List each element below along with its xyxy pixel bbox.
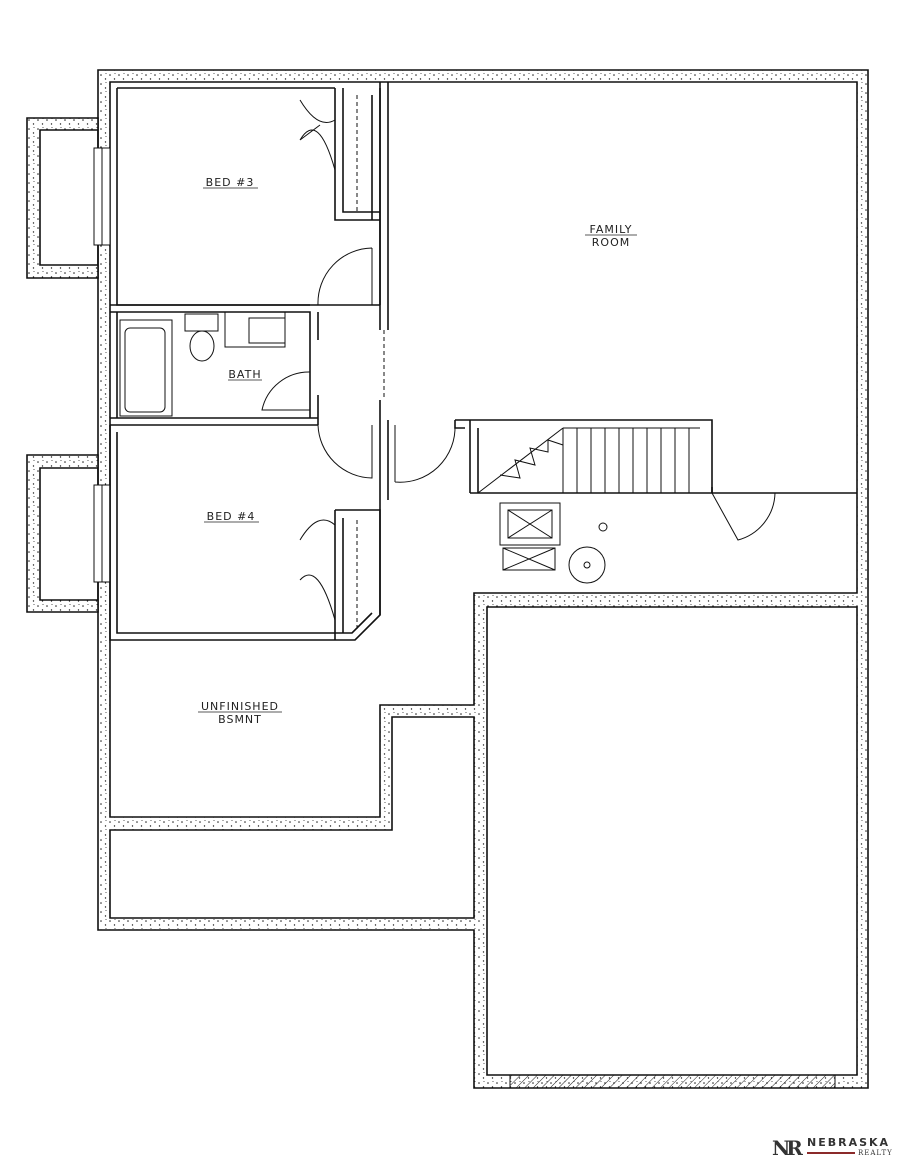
nebraska-realty-logo: NR NEBRASKA REALTY xyxy=(772,1134,897,1162)
garage-slab-edge xyxy=(509,1074,836,1089)
logo-mark: NR xyxy=(772,1136,803,1160)
label-bsmnt: BSMNT xyxy=(218,713,262,726)
label-bed-3: BED #3 xyxy=(206,176,255,189)
water-heater xyxy=(568,546,606,584)
furnace xyxy=(499,502,561,546)
stair-treads xyxy=(477,427,700,494)
sink xyxy=(248,317,286,344)
label-unfinished: UNFINISHED xyxy=(201,700,279,713)
label-bed-4: BED #4 xyxy=(207,510,256,523)
label-room: ROOM xyxy=(592,236,630,249)
toilet-tank xyxy=(184,313,219,332)
window-well-2 xyxy=(26,454,99,613)
doors xyxy=(261,99,776,621)
vanity xyxy=(224,311,286,348)
logo-sub: REALTY xyxy=(858,1149,893,1157)
foundation-walls xyxy=(26,69,869,1089)
floor-drain xyxy=(598,522,608,532)
label-family: FAMILY xyxy=(590,223,633,236)
air-handler xyxy=(502,547,556,571)
room-labels: BED #3 FAMILY ROOM BATH BED #4 UNFINISHE… xyxy=(198,176,637,726)
logo-name: NEBRASKA xyxy=(807,1136,891,1149)
window-well-1 xyxy=(26,117,99,279)
label-bath: BATH xyxy=(228,368,261,381)
toilet xyxy=(189,330,215,362)
bathtub xyxy=(119,319,173,417)
interior-walls xyxy=(109,82,857,641)
logo-accent-line xyxy=(807,1152,855,1154)
